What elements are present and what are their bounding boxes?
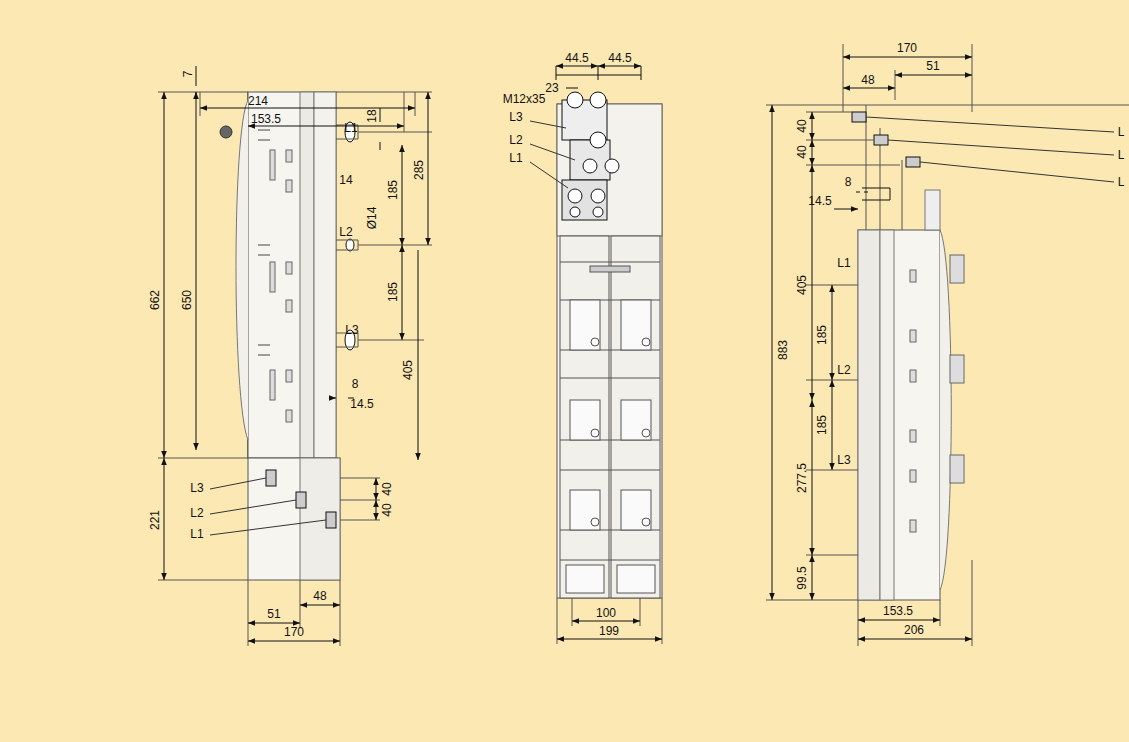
- dimension-label: 40: [796, 145, 808, 158]
- dimension-label: 206: [904, 624, 924, 636]
- dimension-label: L3: [509, 111, 522, 123]
- dimension-label: 51: [926, 60, 939, 72]
- dimension-label: L: [1118, 149, 1125, 161]
- dimension-label: 8: [352, 378, 359, 390]
- dimension-label: 99.5: [796, 566, 808, 589]
- dimension-label: L2: [837, 364, 850, 376]
- dimension-label: 153.5: [883, 605, 913, 617]
- dimension-label: 185: [387, 180, 399, 200]
- dimension-label: 185: [816, 415, 828, 435]
- dimension-label: 14.5: [808, 195, 831, 207]
- dimension-label: 170: [897, 42, 917, 54]
- dimension-label: 44.5: [565, 52, 588, 64]
- dimension-label: L1: [344, 122, 357, 134]
- dimension-label: L1: [509, 152, 522, 164]
- dimension-label: 185: [816, 325, 828, 345]
- dimension-label: 214: [248, 95, 268, 107]
- dimension-label: 199: [599, 625, 619, 637]
- dimension-label: L2: [190, 507, 203, 519]
- dimension-label: L2: [339, 226, 352, 238]
- dimension-label: L3: [190, 482, 203, 494]
- dimension-label: 7: [182, 71, 194, 78]
- dimension-label: 185: [387, 282, 399, 302]
- dimension-label: L2: [509, 134, 522, 146]
- dimension-label: M12x35: [503, 93, 546, 105]
- dimension-label: 40: [381, 482, 393, 495]
- dimension-label: L3: [345, 324, 358, 336]
- dimension-label: 662: [149, 290, 161, 310]
- dimension-label: 883: [777, 340, 789, 360]
- dimension-label: L: [1118, 176, 1125, 188]
- dimension-label: Ø14: [366, 207, 378, 230]
- dimension-label: 170: [284, 626, 304, 638]
- dimension-label: 405: [402, 360, 414, 380]
- dimension-label: 650: [181, 290, 193, 310]
- dimension-label: 48: [313, 590, 326, 602]
- dimension-label: 23: [545, 82, 558, 94]
- dimension-label: 100: [596, 607, 616, 619]
- dimension-label: 40: [381, 503, 393, 516]
- dimension-label: L: [1118, 126, 1125, 138]
- dimension-label: L1: [837, 257, 850, 269]
- dimension-label: 14.5: [350, 398, 373, 410]
- dimension-label: 277.5: [796, 463, 808, 493]
- dimension-label: 153.5: [251, 113, 281, 125]
- dimension-label: 48: [861, 74, 874, 86]
- dimension-label: 51: [267, 608, 280, 620]
- dimension-label: 14: [339, 174, 352, 186]
- dimension-label: 8: [845, 176, 852, 188]
- dimension-label: 221: [149, 510, 161, 530]
- dimension-label: L3: [837, 454, 850, 466]
- dimension-label: 18: [366, 109, 378, 122]
- dimension-label: 285: [413, 160, 425, 180]
- dimension-label: 40: [796, 119, 808, 132]
- dimension-label: 405: [796, 275, 808, 295]
- dimension-label: L1: [190, 528, 203, 540]
- dimension-label: 44.5: [608, 52, 631, 64]
